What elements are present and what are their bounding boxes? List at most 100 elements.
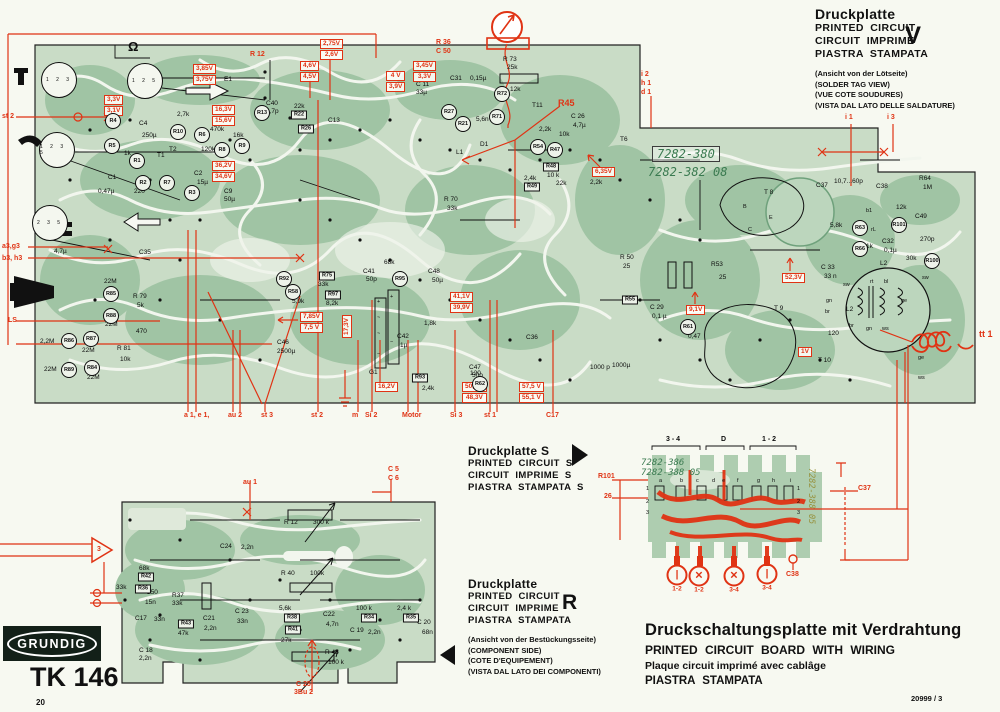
component-label: C35 xyxy=(139,249,151,256)
legend-board-s: Druckplatte S PRINTED CIRCUIT S CIRCUIT … xyxy=(468,444,584,494)
component-label: 3 xyxy=(797,510,801,516)
component-ref-circle: R86 xyxy=(61,333,77,349)
component-label: R 81 xyxy=(117,345,131,352)
component-label: C17 xyxy=(135,615,147,622)
component-label: 22M xyxy=(44,366,57,373)
connector-pins: 1 2 3 xyxy=(45,77,73,83)
component-label: D xyxy=(721,436,727,443)
component-ref-circle: R5 xyxy=(104,138,120,154)
component-ref-circle: R88 xyxy=(103,308,119,324)
component-label: − xyxy=(377,351,381,357)
wiring-label: R 36 xyxy=(436,39,451,46)
component-label: 68k xyxy=(139,565,150,572)
wiring-label: 3Bu 2 xyxy=(294,689,314,696)
component-label: br xyxy=(825,309,830,315)
wiring-label: R45 xyxy=(558,98,575,108)
voltage-value: 4,6V xyxy=(300,61,320,71)
wiring-label: Motor xyxy=(402,412,422,419)
voltage-callout: 41,1V 39,9V xyxy=(450,292,473,313)
component-label: C xyxy=(748,227,752,233)
connector-pins: 1 2 5 xyxy=(131,78,159,84)
component-label: 5,8k xyxy=(830,222,843,229)
wiring-label: Si 2 xyxy=(365,412,378,419)
voltage-value: 39,9V xyxy=(450,303,473,313)
component-label: d xyxy=(712,478,716,484)
wiring-label: C 6 xyxy=(388,475,399,482)
wiring-label: R 12 xyxy=(250,51,265,58)
component-label: 100k xyxy=(310,570,325,577)
sheet-title-de: Druckschaltungsplatte mit Verdrahtung xyxy=(645,621,962,639)
component-label: 1M xyxy=(923,184,933,191)
legend-v-note: (VISTA DAL LATO DELLE SALDATURE) xyxy=(815,100,955,110)
component-label: 2,4 k xyxy=(397,605,412,612)
component-label: 250µ xyxy=(142,132,157,139)
legend-s-line: CIRCUIT IMPRIME S xyxy=(468,470,572,481)
component-label: gn xyxy=(826,298,833,304)
logo-text: GRUNDIG xyxy=(17,636,87,651)
component-label: C 33 xyxy=(821,264,835,271)
component-label: 2,2n xyxy=(204,625,217,632)
component-ref-box: R43 xyxy=(177,619,195,629)
sheet-title-fr: Plaque circuit imprimé avec cablâge xyxy=(645,660,826,672)
component-ref-circle: R62 xyxy=(472,376,488,392)
connector-pins: 2 3 5 xyxy=(36,220,64,226)
part-number-s2: 7282-388 05 xyxy=(641,468,701,478)
jack-symbol: ✕ 1-2 xyxy=(688,565,710,594)
component-label: 33k xyxy=(116,584,127,591)
component-label: 10,7...60p xyxy=(834,178,863,185)
voltage-value: 3,75V xyxy=(193,75,216,85)
component-ref-circle: R63 xyxy=(852,220,868,236)
component-ref-box: R26 xyxy=(297,124,315,134)
component-label: E1 xyxy=(224,76,232,83)
wiring-label: st 3 xyxy=(261,412,274,419)
wiring-label: 26 xyxy=(604,493,612,500)
component-label: R53 xyxy=(711,261,723,268)
component-label: ws xyxy=(882,326,889,332)
legend-board-v: Druckplatte PRINTED CIRCUIT CIRCUIT IMPR… xyxy=(815,6,955,111)
component-label: 33 n xyxy=(824,273,837,280)
component-label: 120 xyxy=(828,330,839,337)
wiring-label: R101 xyxy=(598,473,615,480)
component-label: 25 xyxy=(719,274,727,281)
component-ref-circle: R72 xyxy=(494,86,510,102)
component-label: 1 xyxy=(797,486,801,492)
component-label: 22k xyxy=(556,180,567,187)
voltage-value: 2,6V xyxy=(320,50,343,60)
component-label: L2 xyxy=(880,260,888,267)
component-label: 68k xyxy=(384,259,395,266)
component-label: 1k xyxy=(866,243,873,250)
voltage-value: 2,75V xyxy=(320,39,343,49)
component-label: 15µ xyxy=(197,179,208,186)
component-label: 30k xyxy=(906,255,917,262)
component-ref-circle: R8 xyxy=(214,142,230,158)
wiring-label: C17 xyxy=(546,412,559,419)
component-label: 33k xyxy=(172,600,183,607)
wiring-label: h 1 xyxy=(641,80,652,87)
component-label: R64 xyxy=(919,175,931,182)
component-ref-circle: R1 xyxy=(129,153,145,169)
component-label: b xyxy=(680,478,684,484)
component-label: 5,9k xyxy=(292,298,305,305)
component-ref-circle: R47 xyxy=(547,142,563,158)
voltage-value: 3,3V xyxy=(413,72,436,82)
component-ref-circle: R7 xyxy=(159,175,175,191)
component-label: 4,7µ xyxy=(54,248,67,255)
component-label: C 11 xyxy=(416,81,430,88)
component-ref-circle: R21 xyxy=(455,116,471,132)
component-ref-box: R49 xyxy=(523,182,541,192)
component-label: 33µ xyxy=(416,89,427,96)
component-label: 0,1µ xyxy=(884,247,897,254)
voltage-value: 41,1V xyxy=(450,292,473,302)
component-label: R 79 xyxy=(133,293,147,300)
component-label: C 23 xyxy=(235,608,249,615)
wiring-label: st 2 xyxy=(311,412,324,419)
component-label: D1 xyxy=(480,141,489,148)
component-ref-circle: R61 xyxy=(680,319,696,335)
component-label: L1 xyxy=(456,149,464,156)
component-label: E xyxy=(769,215,773,221)
component-label: R 12 xyxy=(284,519,298,526)
component-label: a xyxy=(659,478,663,484)
component-label: R37 xyxy=(172,592,184,599)
sheet-title-en: PRINTED CIRCUIT BOARD WITH WIRING xyxy=(645,643,895,657)
component-ref-circle: R66 xyxy=(852,241,868,257)
